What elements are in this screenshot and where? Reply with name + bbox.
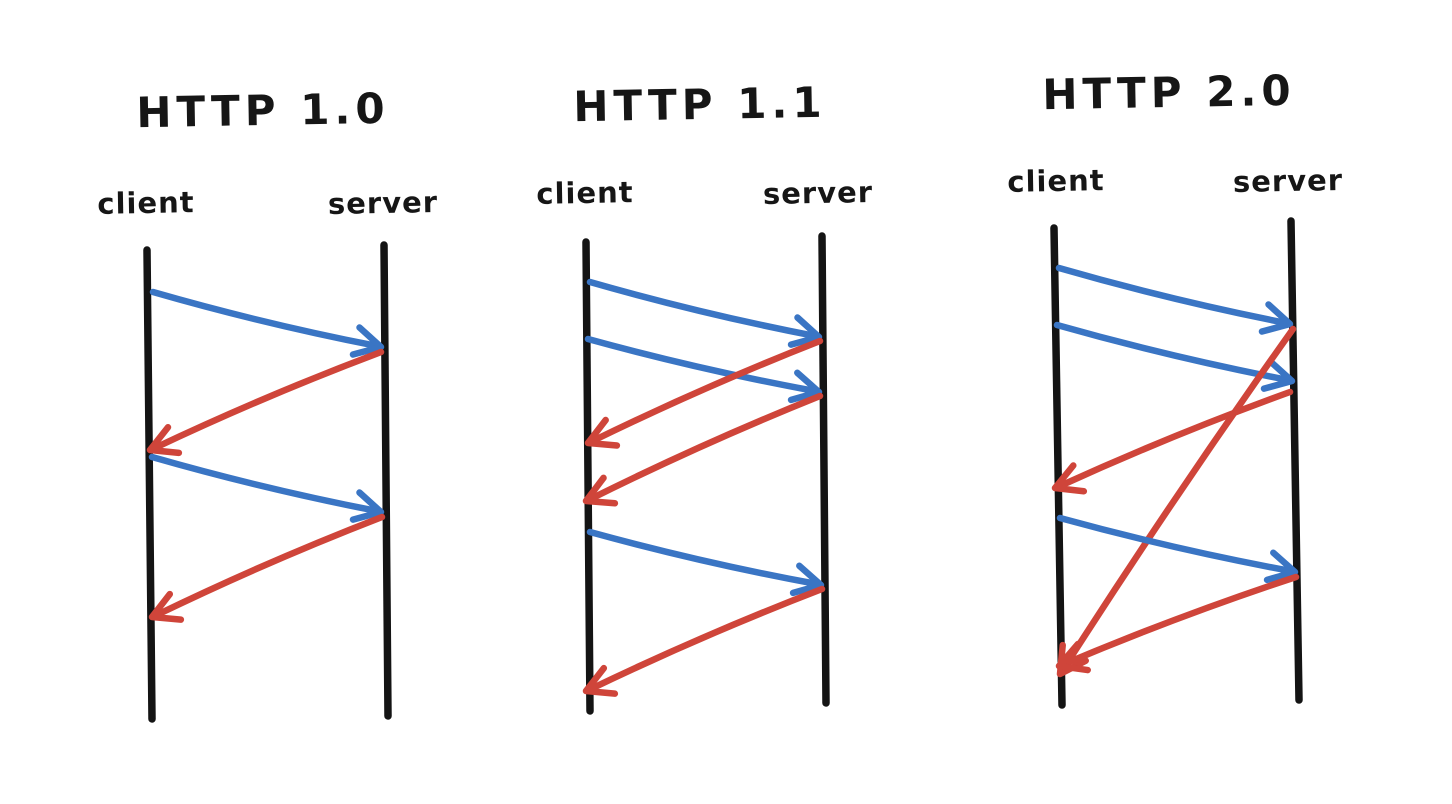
response-arrowhead-icon	[582, 664, 619, 697]
response-arrow	[584, 337, 824, 449]
response-arrowhead-icon	[584, 416, 621, 449]
response-arrow	[1056, 325, 1297, 678]
request-arrowhead-icon	[789, 562, 825, 597]
response-arrow	[1055, 573, 1300, 674]
response-arrowhead-icon	[1055, 640, 1091, 674]
panel-title: HTTP 1.0	[135, 83, 391, 138]
response-arrowhead-icon	[148, 590, 185, 623]
server-label: server	[327, 185, 439, 221]
client-label: client	[1007, 163, 1105, 199]
panel-title: HTTP 2.0	[1041, 65, 1297, 120]
request-arrow	[584, 335, 823, 404]
request-arrowhead-icon	[787, 369, 823, 404]
response-arrowhead-icon	[582, 474, 619, 507]
server-label: server	[762, 175, 874, 211]
response-arrow	[146, 348, 385, 457]
client-lifeline	[143, 246, 156, 723]
request-arrow	[586, 528, 825, 597]
request-arrowhead-icon	[1258, 301, 1294, 335]
panel-title: HTTP 1.1	[572, 77, 828, 132]
response-arrow	[582, 392, 824, 507]
panel-http-1-0	[143, 241, 392, 723]
response-arrow	[148, 513, 386, 623]
request-arrow	[586, 278, 823, 348]
response-arrowhead-icon	[1051, 462, 1088, 495]
client-label: client	[97, 185, 195, 221]
client-lifeline	[1050, 224, 1066, 709]
response-arrowhead-icon	[1056, 641, 1090, 678]
client-lifeline	[582, 238, 594, 715]
server-lifeline	[818, 232, 830, 707]
request-arrowhead-icon	[1260, 358, 1296, 392]
client-label: client	[536, 175, 634, 211]
request-arrow	[1056, 514, 1299, 584]
request-arrowhead-icon	[787, 314, 823, 348]
panel-http-1-1	[582, 232, 830, 715]
request-arrow	[149, 288, 385, 358]
response-arrow	[1051, 388, 1294, 495]
request-arrowhead-icon	[1263, 549, 1299, 584]
server-lifeline	[1287, 217, 1303, 704]
response-arrowhead-icon	[146, 424, 183, 457]
request-arrow	[1055, 264, 1294, 335]
request-arrow	[148, 453, 385, 523]
request-arrowhead-icon	[349, 489, 385, 523]
request-arrowhead-icon	[349, 324, 385, 358]
response-arrow	[582, 585, 826, 697]
server-label: server	[1232, 163, 1344, 199]
server-lifeline	[380, 241, 392, 720]
panel-http-2-0	[1050, 217, 1303, 709]
